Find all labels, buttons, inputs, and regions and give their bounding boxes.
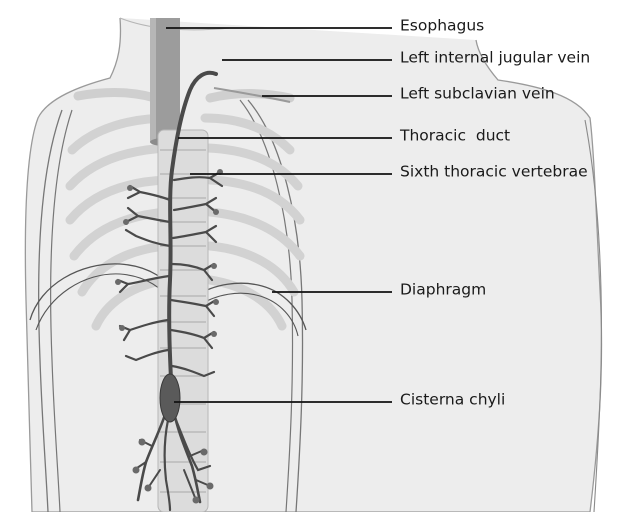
label-left-internal-jugular-vein: Left internal jugular vein <box>400 49 590 67</box>
label-cisterna-chyli: Cisterna chyli <box>400 391 505 409</box>
label-diaphragm: Diaphragm <box>400 281 486 299</box>
label-esophagus: Esophagus <box>400 17 484 35</box>
label-left-subclavian-vein: Left subclavian vein <box>400 85 555 103</box>
label-sixth-thoracic-vertebrae: Sixth thoracic vertebrae <box>400 163 588 181</box>
cisterna-chyli-sac <box>160 374 180 422</box>
label-thoracic-duct: Thoracic duct <box>399 127 510 145</box>
esophagus-tube <box>150 18 180 146</box>
